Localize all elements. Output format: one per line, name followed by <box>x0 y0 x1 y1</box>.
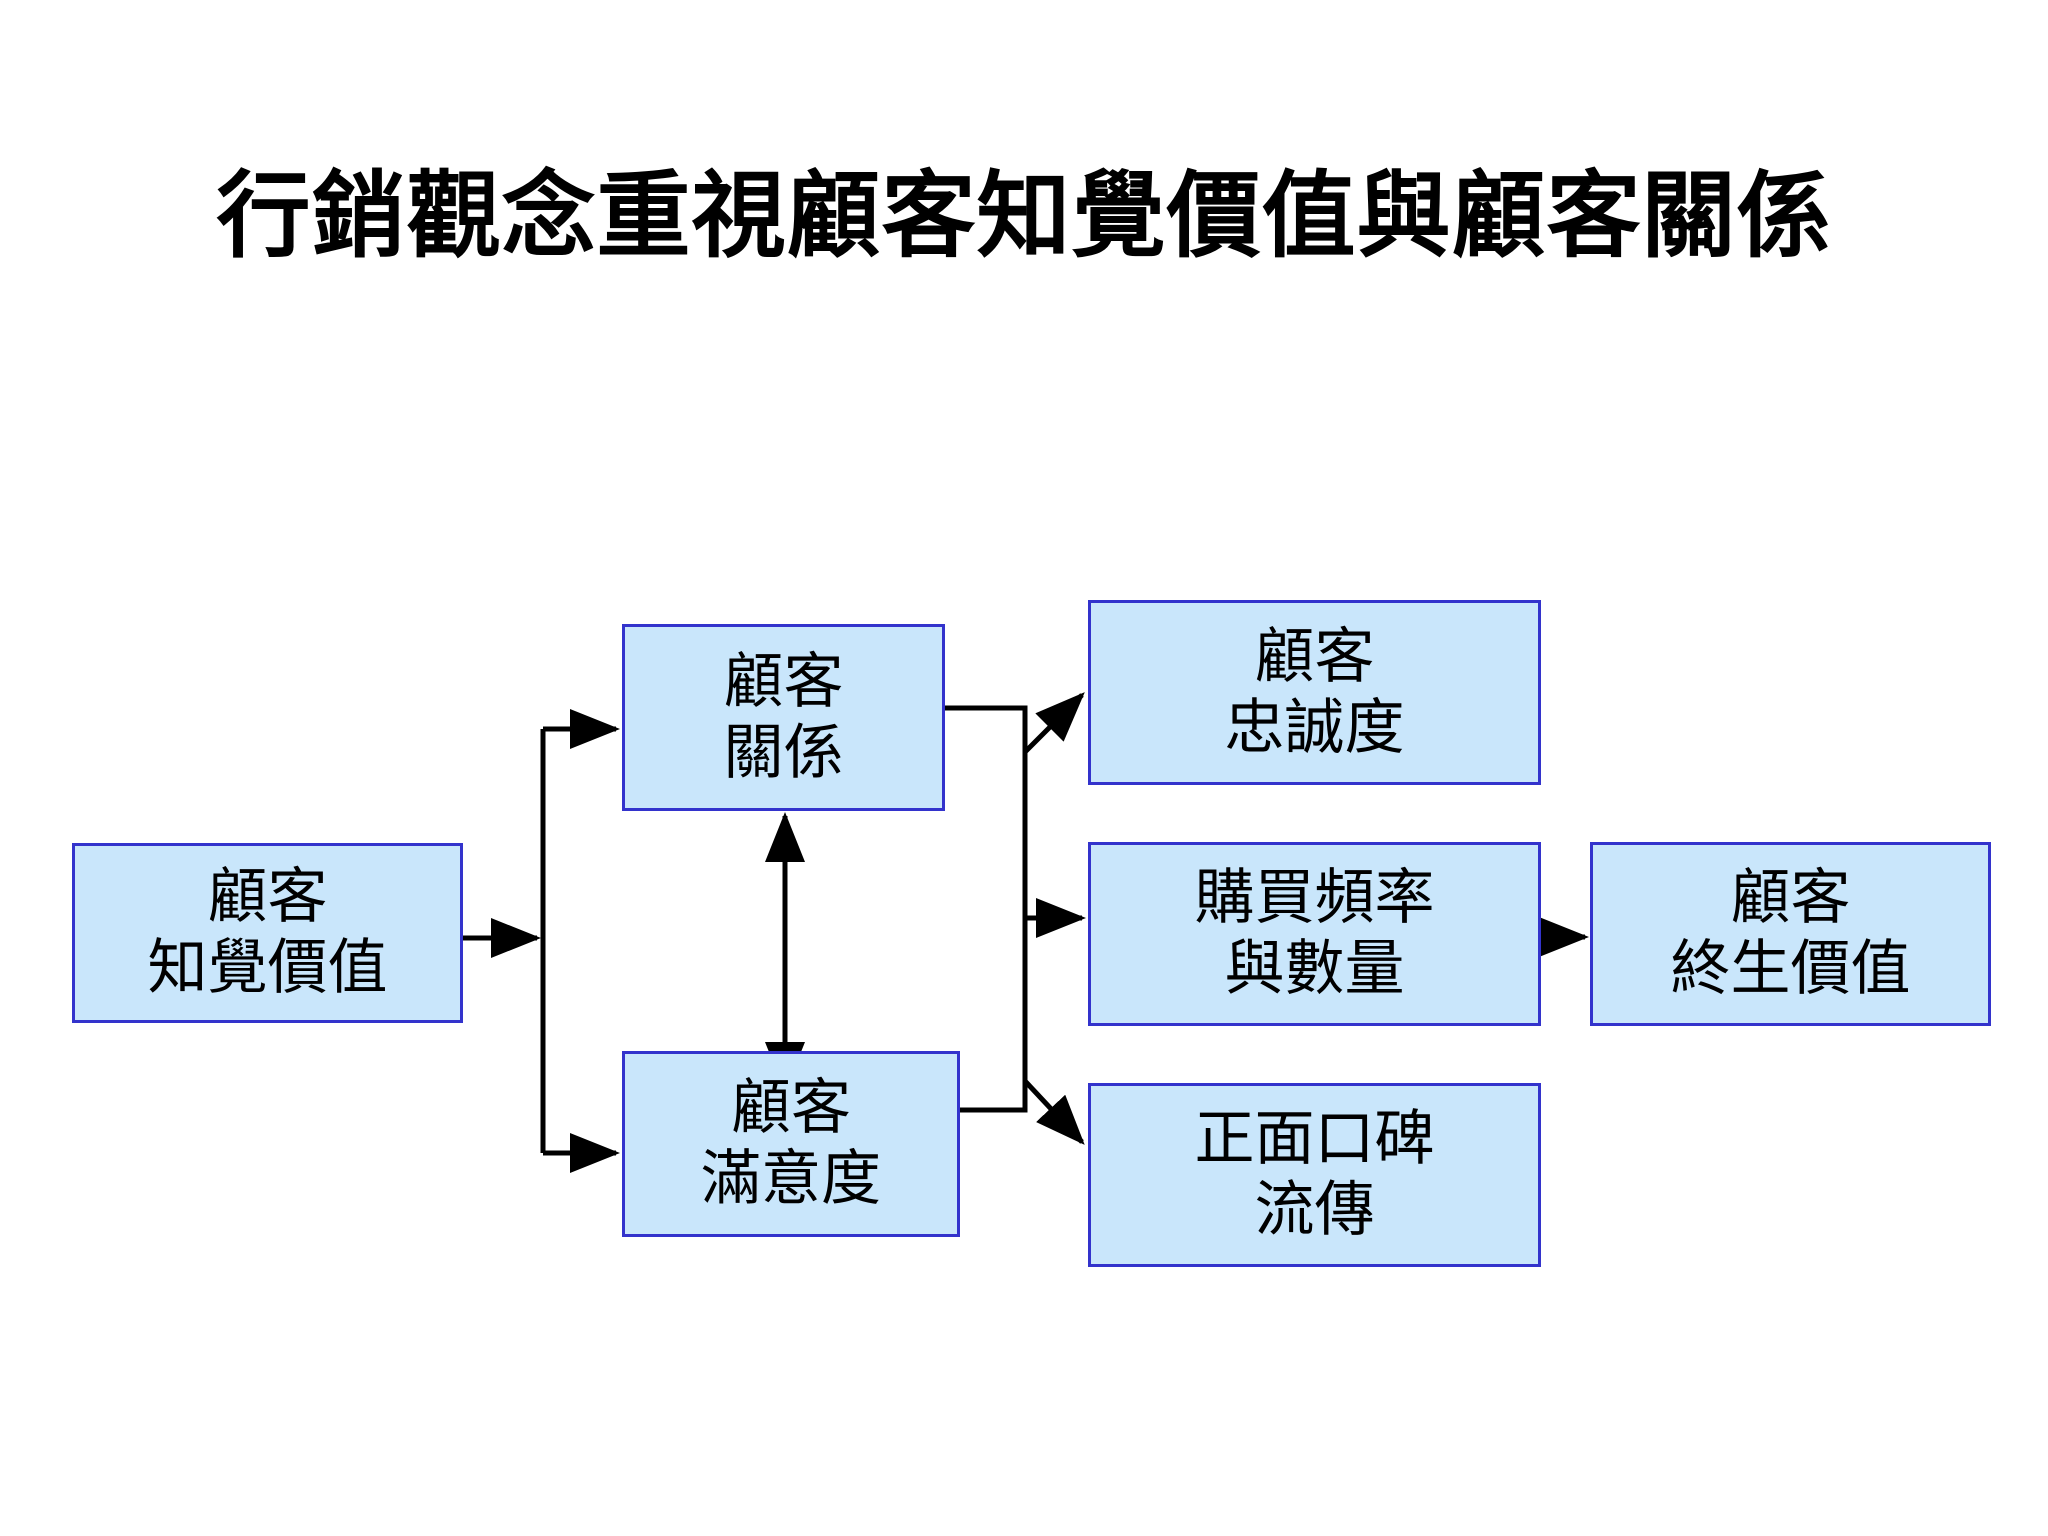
node-line-2: 知覺價值 <box>147 933 388 1003</box>
node-purchase-frequency-quantity[interactable]: 購買頻率 與數量 <box>1088 842 1541 1026</box>
node-line-2: 流傳 <box>1254 1175 1375 1245</box>
node-perceived-value[interactable]: 顧客 知覺價值 <box>72 843 463 1023</box>
edge-branch-to-loyalty <box>1023 692 1085 754</box>
node-line-1: 正面口碑 <box>1194 1104 1435 1175</box>
node-customer-loyalty[interactable]: 顧客 忠誠度 <box>1088 600 1541 785</box>
page-title: 行銷觀念重視顧客知覺價值與顧客關係 <box>216 162 1832 271</box>
node-customer-satisfaction[interactable]: 顧客 滿意度 <box>622 1051 960 1237</box>
node-line-1: 顧客 <box>723 646 844 717</box>
edge-branch-to-word-of-mouth <box>1023 1079 1085 1145</box>
node-line-2: 與數量 <box>1224 934 1405 1004</box>
node-customer-relationship[interactable]: 顧客 關係 <box>622 624 945 811</box>
node-line-2: 忠誠度 <box>1224 692 1405 763</box>
node-line-2: 終生價值 <box>1670 934 1911 1004</box>
node-line-1: 購買頻率 <box>1194 863 1435 934</box>
node-line-1: 顧客 <box>731 1073 851 1144</box>
edge-right-bus <box>945 705 1028 1113</box>
node-positive-word-of-mouth[interactable]: 正面口碑 流傳 <box>1088 1083 1541 1267</box>
node-line-1: 顧客 <box>207 862 328 933</box>
node-line-2: 關係 <box>723 717 844 788</box>
node-customer-lifetime-value[interactable]: 顧客 終生價值 <box>1590 842 1991 1026</box>
node-line-1: 顧客 <box>1730 863 1851 934</box>
node-line-2: 滿意度 <box>701 1144 881 1214</box>
node-line-1: 顧客 <box>1254 621 1375 692</box>
